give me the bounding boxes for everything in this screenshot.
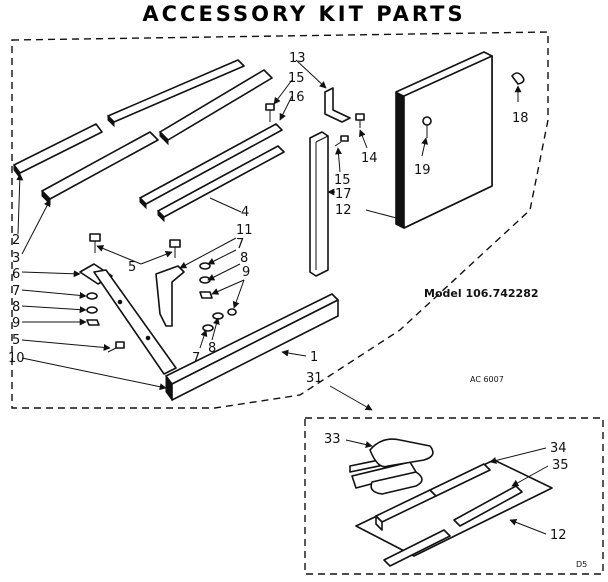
support-arm-part-10 [93,269,177,375]
screw-part-19 [422,116,432,138]
label-1: 1 [310,350,318,365]
label-4: 4 [241,205,249,220]
label-10: 10 [8,351,25,366]
washer-stack-right [199,262,237,332]
label-5-lower: 5 [12,333,20,348]
bracket-part-13 [324,87,351,123]
label-33: 33 [324,432,341,447]
clip-part-18 [511,72,525,85]
part-labels: 2 3 4 5 6 7 8 9 5 10 11 7 8 9 7 8 13 15 … [8,51,569,543]
bolt-part-5-b [169,239,181,258]
label-8-lower: 8 [208,341,216,356]
screw-part-16 [265,103,275,122]
diagram-title: ACCESSORY KIT PARTS [142,2,465,26]
label-3: 3 [12,251,20,266]
rail-part-2-upper [107,59,245,128]
label-6: 6 [12,267,20,282]
label-16: 16 [288,90,305,105]
rail-part-16 [139,123,283,210]
label-17: 17 [335,187,352,202]
bar-part-1 [165,293,339,402]
label-15-lower: 15 [334,173,351,188]
main-kit-boundary [11,31,549,409]
label-15-upper: 15 [288,71,305,86]
label-12-main: 12 [335,203,352,218]
label-12-inset: 12 [550,528,567,543]
label-34: 34 [550,441,567,456]
panel-part-12 [395,51,493,229]
post-part-17 [309,131,329,277]
bolt-part-5-c [107,341,125,353]
label-7-right: 7 [236,237,244,252]
screw-part-15-small [334,135,349,147]
drawing-code: AC 6007 [470,375,504,384]
rail-part-3-upper [159,69,273,146]
label-19: 19 [414,163,431,178]
label-2: 2 [12,233,20,248]
model-number: Model 106.742282 [424,287,539,300]
label-9-left: 9 [12,316,20,331]
gasket-loop-part-33 [369,438,434,495]
foam-strip-part-34-b [429,463,491,497]
bolt-part-5-a [89,233,101,253]
label-8-right: 8 [240,251,248,266]
label-11: 11 [236,223,253,238]
leader-lines [16,59,549,535]
screw-part-14 [355,113,365,128]
clamp-part-11 [155,265,185,327]
label-18: 18 [512,111,529,126]
label-13: 13 [289,51,306,66]
label-8-left: 8 [12,300,20,315]
label-7-lower: 7 [192,351,200,366]
label-5-upper: 5 [128,260,136,275]
channel-part-35-a [383,529,451,567]
label-35: 35 [552,458,569,473]
inset-code: D5 [576,560,587,569]
inset-kit-boundary [304,417,604,575]
rail-part-4 [157,145,285,223]
washer-stack-left [86,292,100,326]
label-9-right: 9 [242,265,250,280]
label-31: 31 [306,371,323,386]
label-14: 14 [361,151,378,166]
channel-part-35-b [453,485,523,527]
label-7-left: 7 [12,284,20,299]
